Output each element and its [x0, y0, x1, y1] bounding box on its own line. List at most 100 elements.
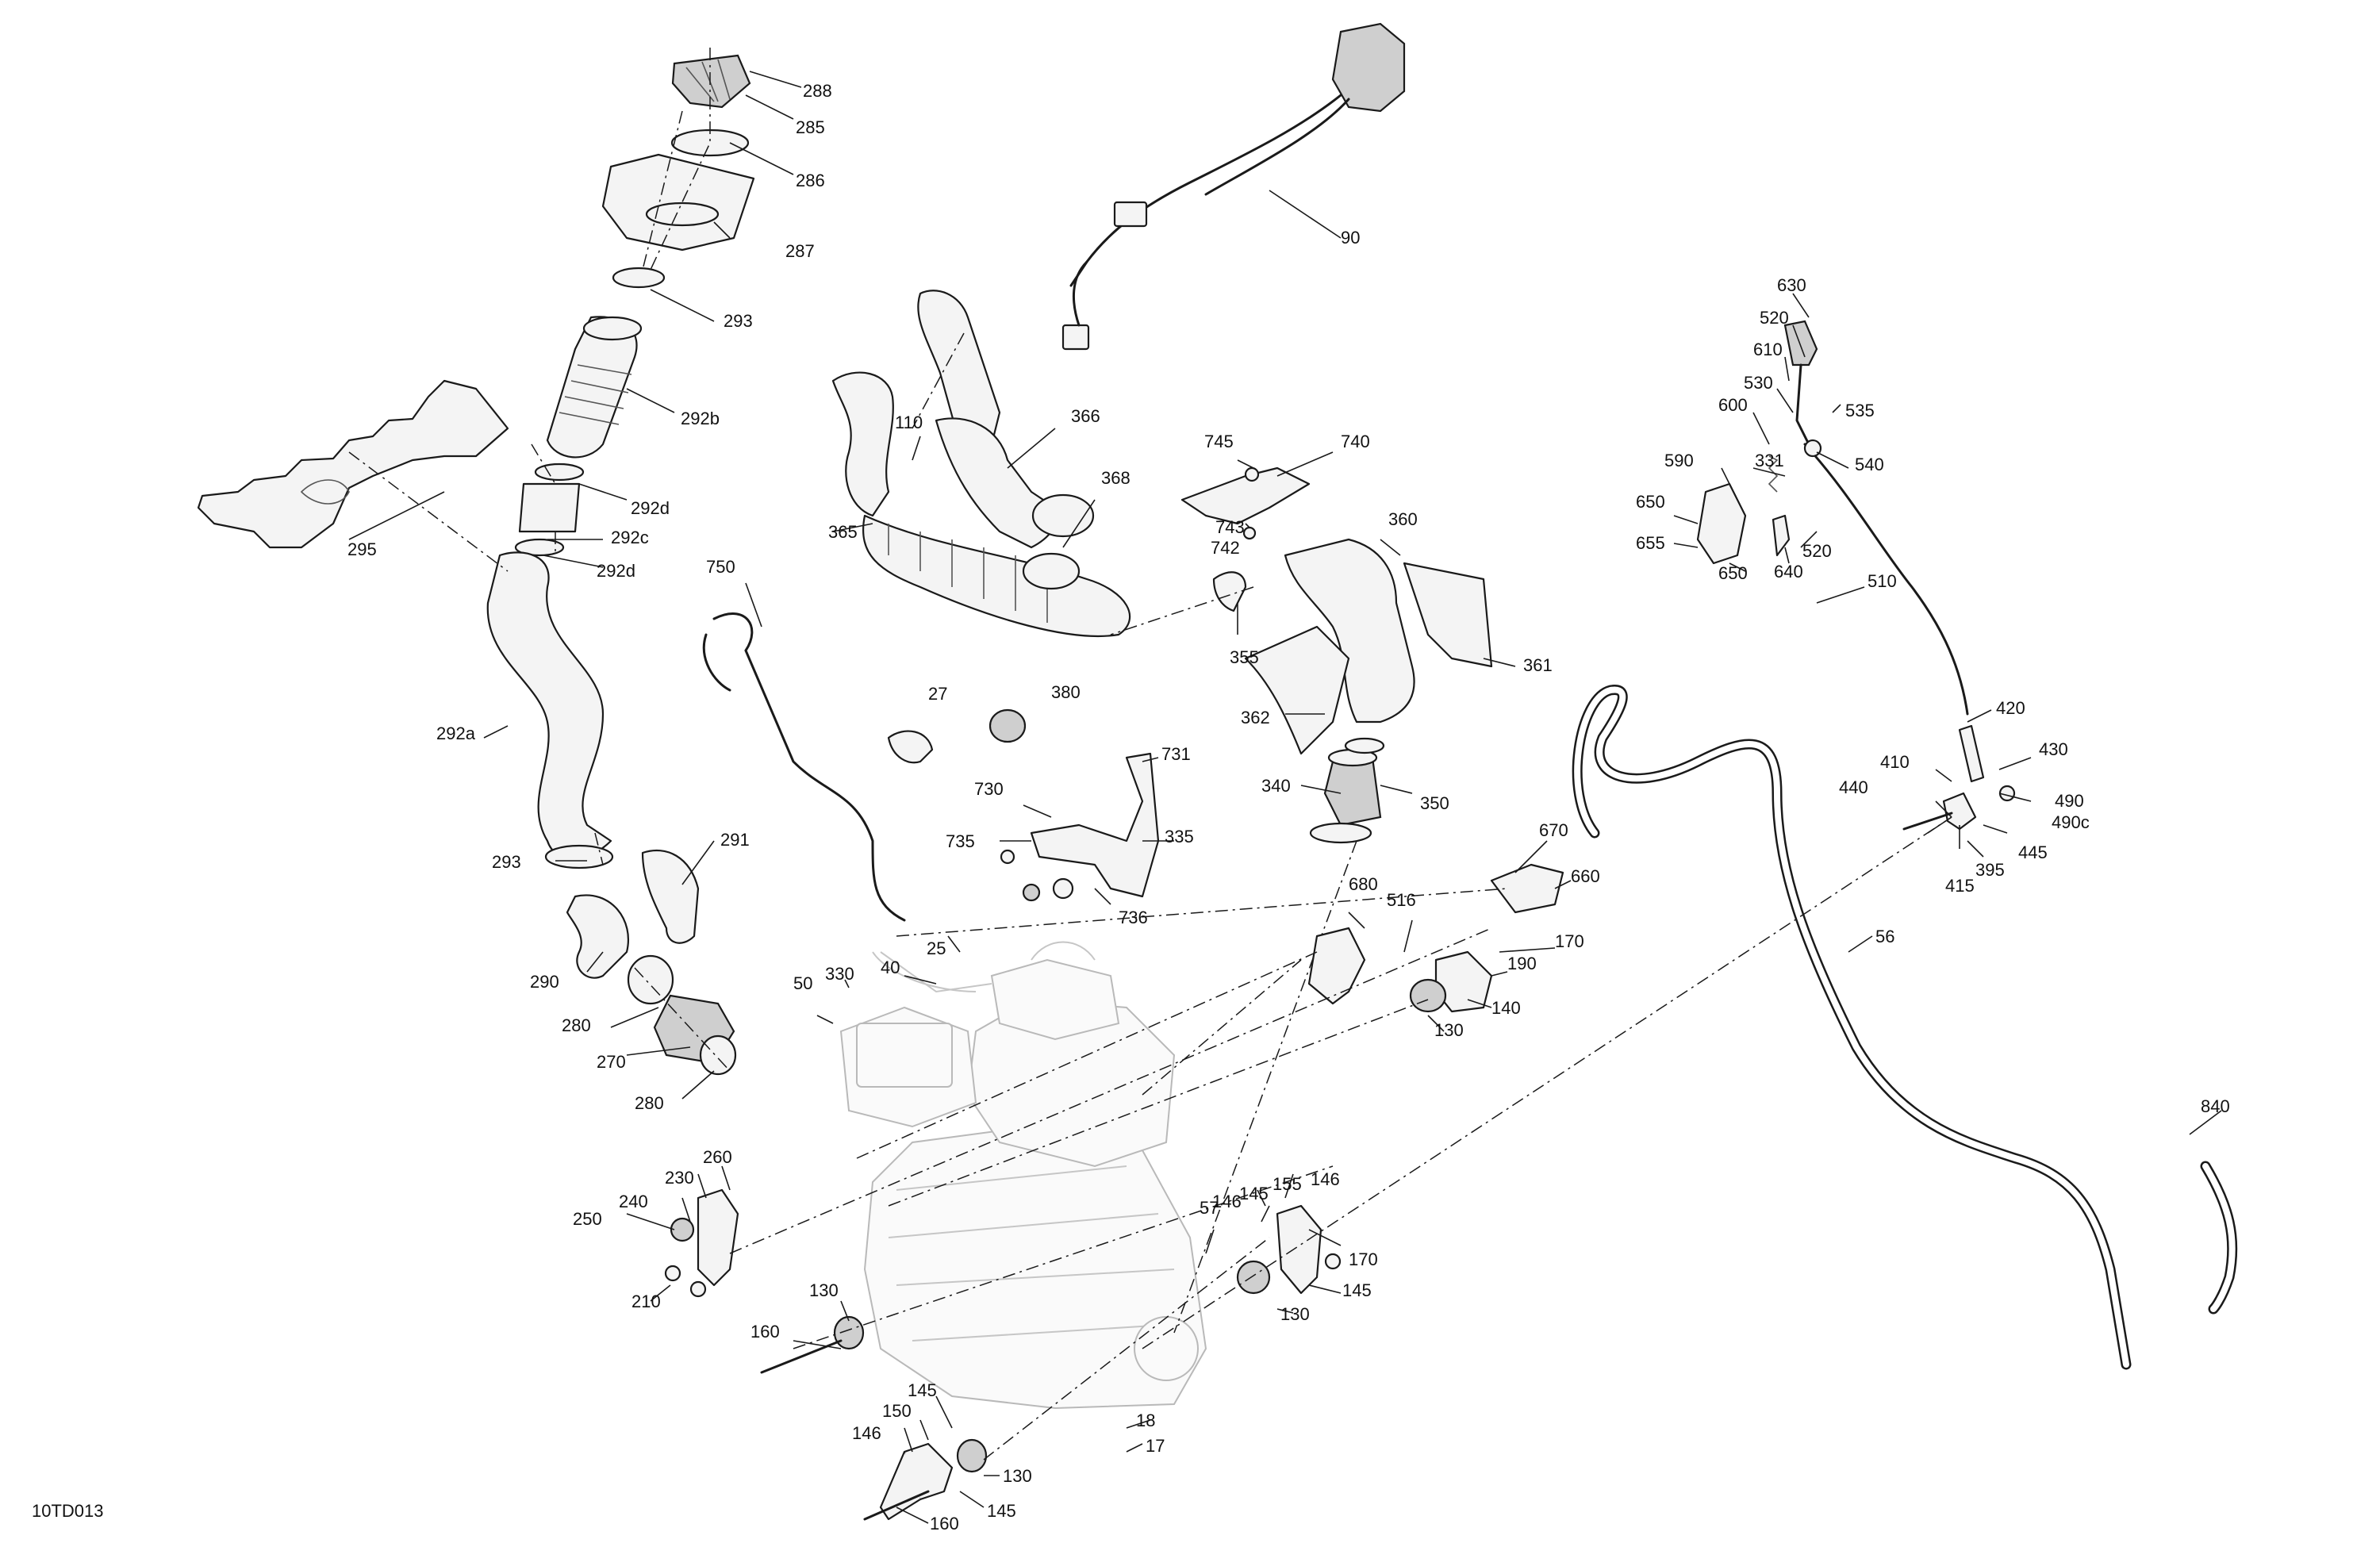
callout-160-a: 160	[750, 1322, 780, 1341]
callout-57: 57	[1200, 1198, 1219, 1218]
callout-27: 27	[928, 684, 947, 704]
callout-280-b: 280	[635, 1093, 664, 1113]
engine-mount-right	[1236, 1204, 1342, 1295]
callout-292b: 292b	[681, 409, 720, 428]
callout-155: 155	[1273, 1174, 1302, 1194]
callout-365: 365	[828, 522, 858, 542]
muffler-assembly	[1110, 538, 1493, 1334]
callout-292d-b: 292d	[597, 561, 635, 581]
callout-360: 360	[1388, 509, 1418, 529]
callout-250: 250	[573, 1209, 602, 1229]
callout-350: 350	[1420, 793, 1449, 813]
callout-430: 430	[2039, 739, 2068, 759]
callout-130-b: 130	[809, 1280, 839, 1300]
callout-145-c: 145	[1239, 1184, 1269, 1203]
callout-610: 610	[1753, 340, 1783, 359]
callout-190: 190	[1507, 954, 1537, 973]
callout-130-d: 130	[1280, 1304, 1310, 1324]
callout-395: 395	[1975, 860, 2005, 880]
callout-640: 640	[1774, 562, 1803, 582]
callout-340: 340	[1261, 776, 1291, 796]
callout-18: 18	[1136, 1411, 1155, 1430]
callout-530: 530	[1744, 373, 1773, 393]
diagram-code: 10TD013	[32, 1501, 104, 1521]
callout-361: 361	[1523, 655, 1553, 675]
callout-660: 660	[1571, 866, 1600, 886]
callout-293-top: 293	[724, 311, 753, 331]
callout-670: 670	[1539, 820, 1568, 840]
callout-743: 743	[1215, 517, 1245, 537]
callout-355: 355	[1230, 647, 1259, 667]
callout-440: 440	[1839, 777, 1868, 797]
callout-160-b: 160	[930, 1514, 959, 1533]
callout-146-b: 146	[1311, 1169, 1340, 1189]
intake-duct-chain	[486, 316, 737, 1076]
shifter-assembly	[1696, 320, 1969, 716]
callout-17: 17	[1146, 1436, 1165, 1456]
callout-50: 50	[793, 973, 812, 993]
callout-110: 110	[895, 413, 923, 432]
callout-380: 380	[1051, 682, 1081, 702]
callout-285: 285	[796, 117, 825, 137]
engine-mount-bottom	[760, 1315, 988, 1521]
callout-680: 680	[1349, 874, 1378, 894]
callout-535: 535	[1845, 401, 1875, 420]
callout-145-b: 145	[987, 1501, 1016, 1521]
callout-745: 745	[1204, 432, 1234, 451]
hose-750	[702, 612, 906, 922]
callout-650-b: 650	[1718, 563, 1748, 583]
callout-292a: 292a	[436, 724, 476, 743]
engine-mount-rear-left	[664, 1188, 739, 1298]
callout-146-c: 146	[1212, 1192, 1242, 1211]
exhaust-pipe-assembly	[831, 290, 1131, 638]
callout-56: 56	[1875, 927, 1894, 946]
callout-40: 40	[881, 958, 900, 977]
callout-740: 740	[1341, 432, 1370, 451]
air-intake-cap	[601, 48, 755, 289]
callout-130-c: 130	[1003, 1466, 1032, 1486]
callout-170-b: 170	[1349, 1249, 1378, 1269]
hose-56	[1572, 685, 2132, 1370]
callout-291: 291	[720, 830, 750, 850]
callout-150: 150	[882, 1401, 912, 1421]
callout-630: 630	[1777, 275, 1806, 295]
callout-520-b: 520	[1802, 541, 1832, 561]
callout-240: 240	[619, 1192, 648, 1211]
engine-ghost	[839, 941, 1207, 1410]
callout-146-a: 146	[852, 1423, 881, 1443]
callout-280-a: 280	[562, 1015, 591, 1035]
callout-410: 410	[1880, 752, 1910, 772]
callout-25: 25	[927, 938, 946, 958]
callout-130-a: 130	[1434, 1020, 1464, 1040]
callout-742: 742	[1211, 538, 1240, 558]
skid-plate	[197, 379, 509, 572]
callout-90: 90	[1341, 228, 1360, 248]
callout-293-lower: 293	[492, 852, 521, 872]
callout-295: 295	[347, 539, 377, 559]
callout-290: 290	[530, 972, 559, 992]
callout-736: 736	[1119, 908, 1148, 927]
callout-540: 540	[1855, 455, 1884, 474]
callout-288: 288	[803, 81, 832, 101]
callout-750: 750	[706, 557, 735, 577]
throttle-assembly	[1061, 22, 1406, 351]
bracket-730	[1000, 752, 1160, 902]
callout-655: 655	[1636, 533, 1665, 553]
callout-210: 210	[631, 1292, 661, 1311]
callout-292c: 292c	[611, 528, 649, 547]
callout-362: 362	[1241, 708, 1270, 727]
callout-286: 286	[796, 171, 825, 190]
callout-490c: 490c	[2052, 812, 2090, 832]
small-parts-27-380	[887, 708, 1027, 764]
shift-linkage-lower	[1902, 724, 2016, 831]
callout-730: 730	[974, 779, 1004, 799]
engine-mount-front	[1307, 863, 1564, 1013]
callout-287: 287	[785, 241, 815, 261]
callout-335: 335	[1165, 827, 1194, 846]
callout-415: 415	[1945, 876, 1975, 896]
callout-445: 445	[2018, 843, 2048, 862]
hose-840	[2200, 1161, 2238, 1315]
callout-230: 230	[665, 1168, 694, 1188]
callout-490: 490	[2055, 791, 2084, 811]
